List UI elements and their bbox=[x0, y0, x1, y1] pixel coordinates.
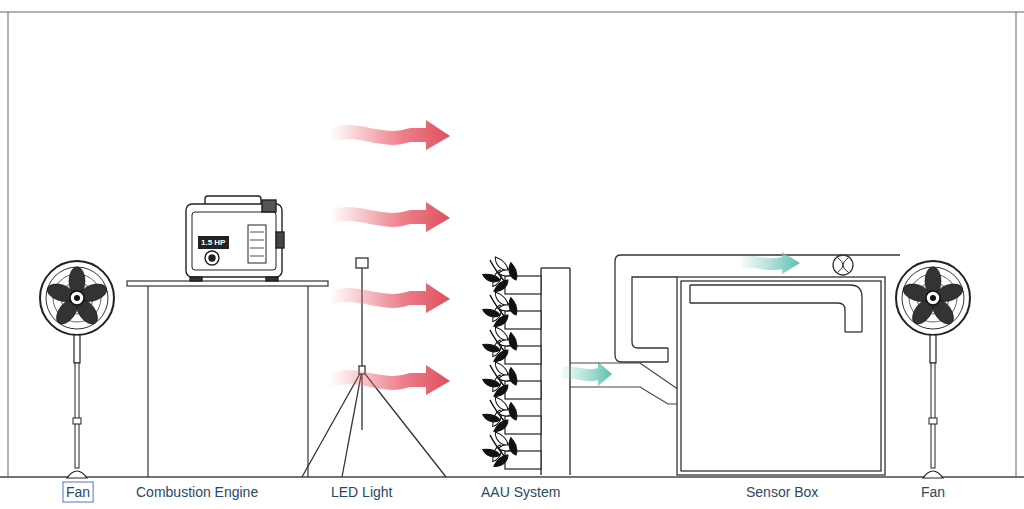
plant-tray bbox=[505, 416, 541, 434]
plant-leaf bbox=[508, 402, 518, 421]
fan-label: Fan bbox=[66, 484, 90, 500]
engine-rating: 1.5 HP bbox=[201, 238, 225, 247]
plant-tray bbox=[505, 451, 541, 469]
plant-stem bbox=[490, 435, 505, 457]
selection-box bbox=[63, 482, 93, 502]
plant-leaf bbox=[508, 297, 518, 316]
plant-stem bbox=[490, 330, 505, 352]
plant-leaf bbox=[508, 332, 518, 351]
plant-stem bbox=[490, 295, 505, 317]
plant-tray bbox=[505, 381, 541, 399]
plant-tray bbox=[505, 346, 541, 364]
fan-label: Fan bbox=[921, 484, 945, 500]
engine-label: Combustion Engine bbox=[136, 484, 258, 500]
aau-label: AAU System bbox=[481, 484, 560, 500]
plant-tray bbox=[505, 276, 541, 294]
plant-leaf bbox=[508, 262, 518, 281]
plant-stem bbox=[490, 365, 505, 387]
light-label: LED Light bbox=[331, 484, 392, 500]
plant-leaf bbox=[508, 437, 518, 456]
plant-tray bbox=[505, 311, 541, 329]
plant-leaf bbox=[508, 367, 518, 386]
sensor-box-label: Sensor Box bbox=[746, 484, 818, 500]
plant-stem bbox=[490, 260, 505, 282]
plant-stem bbox=[490, 400, 505, 422]
